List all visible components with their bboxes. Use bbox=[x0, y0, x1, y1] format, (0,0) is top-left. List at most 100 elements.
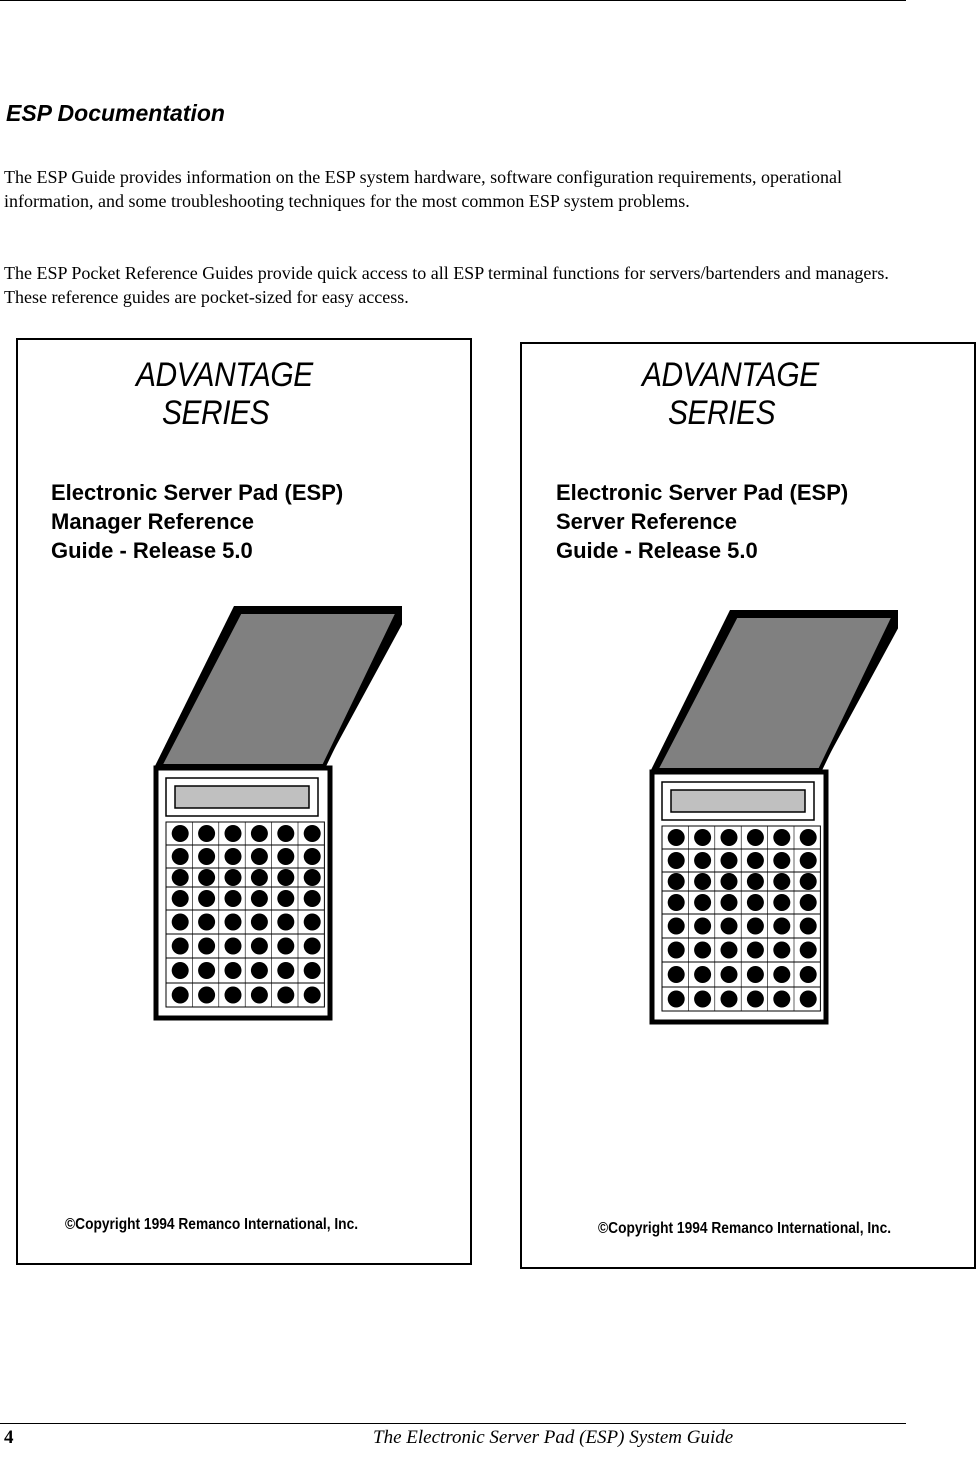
keypad-key bbox=[773, 894, 791, 911]
keypad-key bbox=[224, 937, 242, 955]
keypad-key bbox=[171, 890, 189, 907]
keypad-key bbox=[799, 941, 817, 959]
keypad-key bbox=[773, 917, 791, 935]
brand-series: SERIES bbox=[668, 394, 776, 432]
device-keypad bbox=[661, 825, 821, 1012]
keypad-key bbox=[799, 829, 817, 846]
keypad-key bbox=[171, 962, 189, 979]
keypad-key bbox=[198, 913, 216, 931]
keypad-key bbox=[224, 869, 242, 886]
brand-advantage: ADVANTAGE bbox=[642, 356, 819, 394]
keypad-key bbox=[303, 890, 321, 907]
keypad-key bbox=[720, 966, 738, 983]
keypad-key bbox=[720, 990, 738, 1008]
keypad-key bbox=[746, 966, 764, 983]
keypad-key bbox=[799, 966, 817, 983]
keypad-key bbox=[694, 894, 712, 911]
keypad-key bbox=[198, 890, 216, 907]
keypad-key bbox=[250, 890, 268, 907]
copyright-notice: ©Copyright 1994 Remanco International, I… bbox=[598, 1220, 892, 1237]
keypad-key bbox=[799, 852, 817, 869]
keypad-key bbox=[667, 829, 685, 846]
display-screen bbox=[670, 789, 806, 813]
cover-title-line-3: Guide - Release 5.0 bbox=[51, 538, 253, 563]
keypad-key bbox=[694, 917, 712, 935]
keypad-key bbox=[198, 825, 216, 842]
keypad-key bbox=[694, 829, 712, 846]
esp-device-illustration bbox=[649, 610, 898, 1025]
keypad-key bbox=[799, 894, 817, 911]
keypad-key bbox=[773, 966, 791, 983]
keypad-key bbox=[171, 825, 189, 842]
keypad-key bbox=[694, 873, 712, 890]
keypad-key bbox=[277, 937, 295, 955]
keypad-key bbox=[667, 966, 685, 983]
keypad-key bbox=[773, 852, 791, 869]
reference-guides-paragraph: The ESP Pocket Reference Guides provide … bbox=[4, 263, 889, 307]
page-number: 4 bbox=[4, 1427, 14, 1448]
keypad-key bbox=[224, 962, 242, 979]
keypad-key bbox=[799, 917, 817, 935]
footer-rule bbox=[0, 1423, 906, 1424]
keypad-key bbox=[694, 966, 712, 983]
keypad-key bbox=[746, 894, 764, 911]
top-rule bbox=[0, 0, 906, 1]
device-lid bbox=[154, 606, 402, 768]
keypad-key bbox=[303, 986, 321, 1004]
keypad-key bbox=[799, 873, 817, 890]
keypad-key bbox=[224, 825, 242, 842]
keypad-key bbox=[224, 890, 242, 907]
keypad-key bbox=[198, 937, 216, 955]
cover-title-line-2: Server Reference bbox=[556, 509, 738, 534]
keypad-key bbox=[694, 990, 712, 1008]
cover-title: Electronic Server Pad (ESP) Server Refer… bbox=[556, 478, 848, 565]
cover-title-line-3: Guide - Release 5.0 bbox=[556, 538, 758, 563]
keypad-key bbox=[250, 869, 268, 886]
keypad-key bbox=[720, 894, 738, 911]
keypad-key bbox=[250, 962, 268, 979]
keypad-key bbox=[667, 873, 685, 890]
keypad-key bbox=[171, 913, 189, 931]
keypad-key bbox=[171, 986, 189, 1004]
keypad-key bbox=[277, 890, 295, 907]
keypad-key bbox=[224, 986, 242, 1004]
keypad-key bbox=[198, 848, 216, 865]
keypad-key bbox=[303, 962, 321, 979]
brand-advantage: ADVANTAGE bbox=[136, 356, 313, 394]
keypad-key bbox=[171, 869, 189, 886]
brand-series: SERIES bbox=[162, 394, 270, 432]
keypad-key bbox=[198, 869, 216, 886]
keypad-key bbox=[277, 869, 295, 886]
keypad-key bbox=[720, 852, 738, 869]
copyright-notice: ©Copyright 1994 Remanco International, I… bbox=[65, 1216, 359, 1233]
keypad-key bbox=[303, 825, 321, 842]
keypad-key bbox=[667, 941, 685, 959]
keypad-key bbox=[773, 941, 791, 959]
keypad-key bbox=[224, 913, 242, 931]
keypad-key bbox=[224, 848, 242, 865]
keypad-key bbox=[746, 852, 764, 869]
keypad-key bbox=[303, 937, 321, 955]
keypad-key bbox=[250, 986, 268, 1004]
keypad-key bbox=[250, 848, 268, 865]
keypad-key bbox=[277, 825, 295, 842]
keypad-key bbox=[720, 873, 738, 890]
keypad-key bbox=[277, 962, 295, 979]
server-guide-cover: ADVANTAGE SERIES Electronic Server Pad (… bbox=[520, 342, 976, 1269]
keypad-key bbox=[746, 829, 764, 846]
keypad-key bbox=[746, 873, 764, 890]
keypad-key bbox=[720, 829, 738, 846]
esp-device-illustration bbox=[153, 606, 402, 1021]
keypad-key bbox=[667, 917, 685, 935]
cover-title: Electronic Server Pad (ESP) Manager Refe… bbox=[51, 478, 343, 565]
keypad-key bbox=[277, 848, 295, 865]
keypad-key bbox=[171, 848, 189, 865]
keypad-key bbox=[694, 941, 712, 959]
keypad-key bbox=[799, 990, 817, 1008]
cover-title-line-1: Electronic Server Pad (ESP) bbox=[556, 480, 849, 505]
keypad-key bbox=[250, 913, 268, 931]
keypad-key bbox=[746, 990, 764, 1008]
keypad-key bbox=[746, 941, 764, 959]
cover-title-line-2: Manager Reference bbox=[51, 509, 254, 534]
keypad-key bbox=[694, 852, 712, 869]
